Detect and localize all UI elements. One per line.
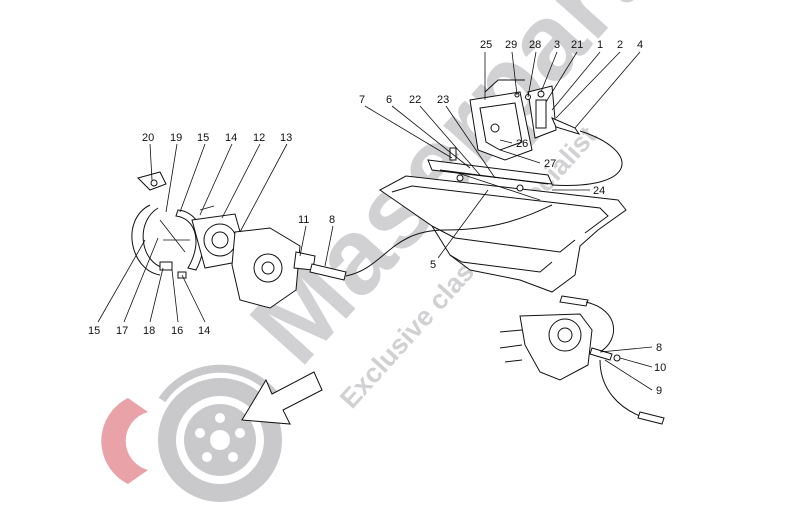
part-labels: 25 29 28 3 21 1 2 4 7 6 22 23 26 27 24 5… [88, 39, 666, 397]
label-4: 4 [637, 39, 643, 51]
rear-bracket [499, 313, 621, 381]
label-20: 20 [142, 132, 154, 144]
label-3: 3 [554, 39, 560, 51]
label-2: 2 [617, 39, 623, 51]
label-28: 28 [529, 39, 541, 51]
label-21: 21 [571, 39, 583, 51]
label-29: 29 [505, 39, 517, 51]
label-11: 11 [298, 214, 309, 226]
label-13: 13 [280, 132, 292, 144]
label-17: 17 [116, 325, 128, 337]
label-14: 14 [225, 132, 237, 144]
label-16: 16 [171, 325, 183, 337]
label-24: 24 [593, 185, 605, 197]
label-14-lower: 14 [198, 325, 210, 337]
label-8: 8 [329, 214, 335, 226]
rear-brake-drum [131, 171, 316, 309]
brake-lever-assembly [469, 79, 623, 186]
label-22: 22 [409, 94, 421, 106]
leader-lines [97, 51, 653, 391]
label-25: 25 [480, 39, 492, 51]
brake-cables [309, 204, 665, 425]
label-23: 23 [437, 94, 449, 106]
label-7: 7 [359, 94, 365, 106]
label-6: 6 [386, 94, 392, 106]
direction-arrow-icon [241, 371, 323, 425]
label-12: 12 [253, 132, 265, 144]
label-26: 26 [516, 138, 528, 150]
label-15: 15 [197, 132, 209, 144]
label-8-lower: 8 [656, 342, 662, 354]
label-15-lower: 15 [88, 325, 100, 337]
label-5: 5 [430, 259, 436, 271]
label-27: 27 [544, 158, 556, 170]
watermark: Maserparts Exclusive classics specialist [101, 0, 703, 502]
brand-wheel-logo [101, 364, 282, 502]
label-18: 18 [143, 325, 155, 337]
label-9: 9 [656, 385, 662, 397]
label-1: 1 [597, 39, 603, 51]
label-10: 10 [654, 362, 666, 374]
floor-tray [379, 147, 627, 293]
label-19: 19 [170, 132, 182, 144]
